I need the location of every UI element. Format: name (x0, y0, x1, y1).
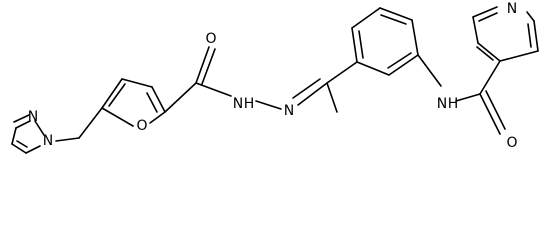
bond-imine-benzene (326, 61, 358, 84)
bond-py-c4-c3 (477, 42, 501, 62)
bond-carbonyl-nh (195, 82, 232, 97)
bond-bz-2-3 (351, 7, 381, 29)
bond-nh-amide-c (455, 93, 481, 102)
bond-carbonyl-o-double (201, 48, 216, 85)
bond-bz-6-1 (356, 61, 390, 76)
bond-furan-c5-c4-double (108, 83, 126, 107)
bond-imine-methyl (326, 82, 338, 113)
atom-pyrazole-n2: N (28, 109, 38, 125)
atom-furan-o: O (136, 118, 147, 134)
bond-n1-ch2 (55, 137, 80, 142)
bond-pz-c4-c5 (11, 143, 27, 154)
bond-pz-n2-c3-double (13, 114, 30, 123)
bond-py-c3-c2 (472, 16, 479, 44)
bond-bz-1-2-double (358, 30, 364, 59)
bond-bz-3-4-double (380, 14, 407, 25)
bond-furan-c3-c2-double (146, 92, 158, 113)
bond-furan-c4-c3 (121, 78, 153, 88)
bond-pz-c4-c5-double (16, 140, 28, 148)
atom-pyridine-n: N (507, 1, 517, 17)
bond-bz-5-6 (388, 54, 419, 76)
bond-pz-c5-n1 (25, 145, 41, 154)
bond-n-c-imine-double (292, 78, 321, 99)
bond-bz-3-4 (379, 7, 413, 21)
bond-py-c4-c3-double (476, 46, 494, 61)
bond-furan-c2-carbonyl (164, 82, 197, 113)
bond-bz-4-5 (411, 19, 419, 56)
bond-py-c5-c4 (499, 50, 539, 62)
bond-py-c2-n-double (478, 12, 498, 22)
bond-nh-n (255, 100, 282, 110)
bond-bz-nh (417, 54, 442, 87)
bond-pz-n2-c3 (15, 120, 31, 129)
bond-amide-c-o-double (485, 90, 506, 130)
bond-py-c6-c5-double (527, 23, 532, 48)
bond-py-c2-n (472, 6, 498, 18)
bond-py-c6-c5 (533, 20, 539, 52)
bond-furan-c3-c2 (151, 86, 166, 113)
bond-amide-pyridine (479, 60, 501, 95)
atom-hydrazide-h: H (244, 96, 255, 112)
bond-pz-n1-n2 (34, 120, 45, 136)
atom-pyrazole-n1: N (43, 133, 53, 149)
molecule-diagram: N N O O N H N N H O N (11, 1, 539, 154)
atom-carbonyl-o: O (205, 31, 216, 47)
atom-hydrazide-n1: N (233, 96, 243, 112)
bond-furan-c2-o (149, 111, 166, 124)
bonds (11, 6, 539, 154)
bond-py-n-c6 (526, 11, 535, 22)
bond-furan-o-c5 (101, 107, 134, 127)
atom-labels: N N O O N H N N H O N (28, 1, 518, 151)
atom-hydrazide-n2: N (284, 103, 294, 119)
bond-bz-5-6-double (387, 52, 412, 69)
bond-ch2-furan-c5 (78, 107, 103, 139)
atom-amide-o: O (506, 135, 517, 151)
bond-furan-c5-c4 (101, 78, 123, 109)
bond-amide-c-o (479, 93, 501, 135)
structure-svg: N N O O N H N N H O N (11, 1, 539, 154)
bond-bz-1-2 (351, 27, 358, 63)
atom-amide-n: N (437, 96, 447, 112)
bond-n-c-imine (297, 82, 328, 106)
bond-carbonyl-o (195, 46, 210, 84)
atom-amide-h: H (448, 96, 459, 112)
bond-pz-c3-c4 (11, 127, 17, 145)
